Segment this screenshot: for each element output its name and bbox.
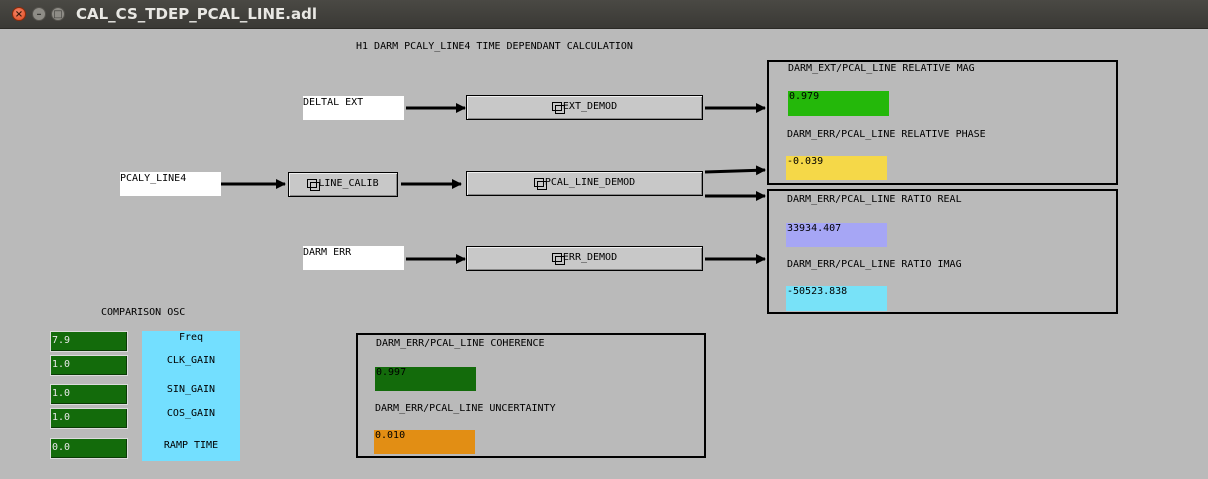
- window-titlebar: × – □ CAL_CS_TDEP_PCAL_LINE.adl: [0, 0, 1208, 29]
- err-demod-button[interactable]: ERR_DEMOD: [466, 246, 703, 271]
- related-display-icon: [307, 178, 321, 191]
- related-display-icon: [533, 177, 547, 190]
- deltal-ext-input-label: DELTAL EXT: [303, 96, 404, 120]
- cos-gain-label: COS_GAIN: [166, 408, 216, 419]
- ratio-real-label: DARM_ERR/PCAL_LINE RATIO REAL: [787, 194, 962, 205]
- sin-gain-label: SIN_GAIN: [166, 384, 216, 395]
- ramp-time-field[interactable]: 0.0: [50, 438, 128, 459]
- rel-mag-label: DARM_EXT/PCAL_LINE RELATIVE MAG: [788, 63, 975, 74]
- related-display-icon: [551, 252, 565, 265]
- arrow-right-icon: [704, 165, 766, 176]
- signal-flow-arrows: [221, 103, 766, 264]
- comparison-osc-title: COMPARISON OSC: [101, 307, 186, 318]
- maximize-icon[interactable]: □: [51, 7, 65, 21]
- line-calib-button[interactable]: LINE_CALIB: [288, 172, 398, 197]
- display-header: H1 DARM PCALY_LINE4 TIME DEPENDANT CALCU…: [356, 41, 633, 52]
- ext-demod-label: EXT_DEMOD: [562, 101, 618, 112]
- ext-demod-button[interactable]: EXT_DEMOD: [466, 95, 703, 120]
- cos-gain-field[interactable]: 1.0: [50, 408, 128, 429]
- uncertainty-value: 0.010: [374, 430, 475, 454]
- minimize-icon[interactable]: –: [32, 7, 46, 21]
- line-calib-label: LINE_CALIB: [318, 178, 379, 189]
- rel-phase-value: -0.039: [786, 156, 887, 180]
- clk-gain-label: CLK_GAIN: [166, 355, 216, 366]
- pcaly-line4-input-label: PCALY_LINE4: [120, 172, 221, 196]
- close-icon[interactable]: ×: [12, 7, 26, 21]
- pcal-line-demod-label: PCAL_LINE_DEMOD: [544, 177, 636, 188]
- freq-label: Freq: [178, 332, 204, 343]
- rel-mag-value: 0.979: [788, 91, 889, 116]
- window-title: CAL_CS_TDEP_PCAL_LINE.adl: [76, 5, 317, 23]
- osc-label-panel: [142, 331, 240, 461]
- ratio-real-value: 33934.407: [786, 223, 887, 247]
- rel-phase-label: DARM_ERR/PCAL_LINE RELATIVE PHASE: [787, 129, 986, 140]
- medm-display: H1 DARM PCALY_LINE4 TIME DEPENDANT CALCU…: [5, 29, 1203, 473]
- ratio-imag-value: -50523.838: [786, 286, 887, 311]
- ratio-imag-label: DARM_ERR/PCAL_LINE RATIO IMAG: [787, 259, 962, 270]
- clk-gain-field[interactable]: 1.0: [50, 355, 128, 376]
- coherence-value: 0.997: [375, 367, 476, 391]
- freq-field[interactable]: 7.9: [50, 331, 128, 352]
- ramp-time-label: RAMP TIME: [163, 440, 219, 451]
- relative-result-frame: [767, 60, 1118, 185]
- related-display-icon: [551, 101, 565, 114]
- uncertainty-label: DARM_ERR/PCAL_LINE UNCERTAINTY: [375, 403, 556, 414]
- err-demod-label: ERR_DEMOD: [562, 252, 618, 263]
- darm-err-input-label: DARM ERR: [303, 246, 404, 270]
- sin-gain-field[interactable]: 1.0: [50, 384, 128, 405]
- pcal-line-demod-button[interactable]: PCAL_LINE_DEMOD: [466, 171, 703, 196]
- coherence-frame: [356, 333, 706, 458]
- coherence-label: DARM_ERR/PCAL_LINE COHERENCE: [376, 338, 545, 349]
- ratio-result-frame: [767, 189, 1118, 314]
